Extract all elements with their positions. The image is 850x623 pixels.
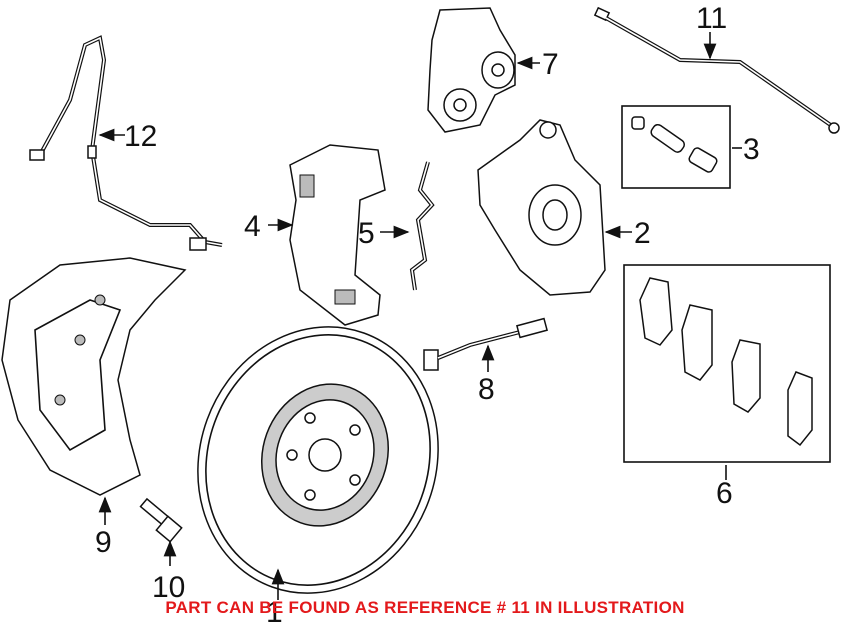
callout-4: 4 <box>244 210 261 243</box>
callout-12: 12 <box>124 120 157 153</box>
brake-caliper-2 <box>477 119 606 296</box>
anti-rattle-spring-5 <box>409 161 435 291</box>
callout-5: 5 <box>358 217 375 250</box>
brake-wear-sensor-8 <box>423 317 548 371</box>
callout-10: 10 <box>152 571 185 604</box>
abs-sensor-wire-12 <box>29 35 223 251</box>
callout-1: 1 <box>266 596 283 623</box>
callout-9: 9 <box>95 526 112 559</box>
brake-wear-sensor-11 <box>593 6 840 134</box>
callout-3: 3 <box>743 133 760 166</box>
reference-note: PART CAN BE FOUND AS REFERENCE # 11 IN I… <box>165 598 684 617</box>
callout-8: 8 <box>478 373 495 406</box>
callout-6: 6 <box>716 477 733 510</box>
brake-pad-set-6 <box>623 264 831 463</box>
guide-pin-kit-3 <box>621 105 731 189</box>
brake-rotor-1 <box>197 326 439 594</box>
callout-7: 7 <box>542 48 559 81</box>
bolt-10 <box>139 497 183 543</box>
callout-2: 2 <box>634 217 651 250</box>
parking-brake-motor-7 <box>427 7 516 133</box>
splash-shield-9 <box>1 257 187 496</box>
callout-11: 11 <box>696 2 727 35</box>
caliper-bracket-4 <box>289 144 386 326</box>
